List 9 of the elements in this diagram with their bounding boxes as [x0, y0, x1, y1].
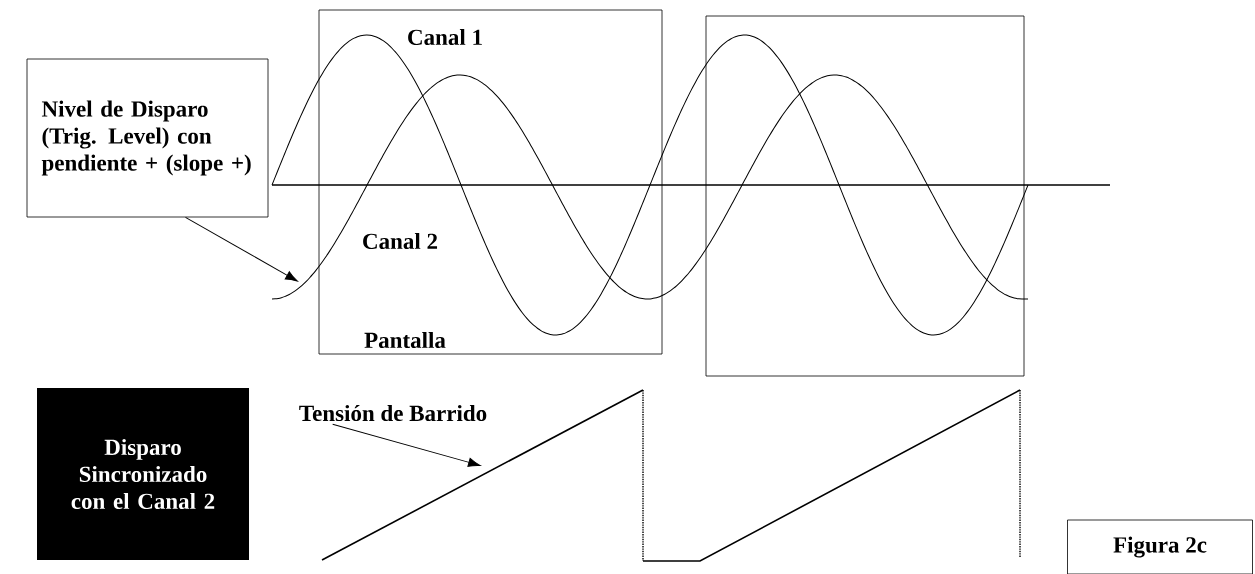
text-box: Nivel de Disparo (Trig. Level) con pendiente + (slope +): [26, 58, 269, 218]
leader-arrow: [185, 216, 298, 282]
sweep-label: Tensión de Barrido: [299, 404, 487, 422]
screen-box: [705, 15, 1025, 377]
figure-label-box: Figura 2c: [1067, 519, 1253, 574]
title-box: Disparo Sincronizado con el Canal 2: [37, 388, 249, 560]
curve-label: Canal 2: [363, 232, 438, 250]
curve-label: Canal 1: [408, 28, 482, 46]
leader-arrow: [332, 423, 481, 467]
